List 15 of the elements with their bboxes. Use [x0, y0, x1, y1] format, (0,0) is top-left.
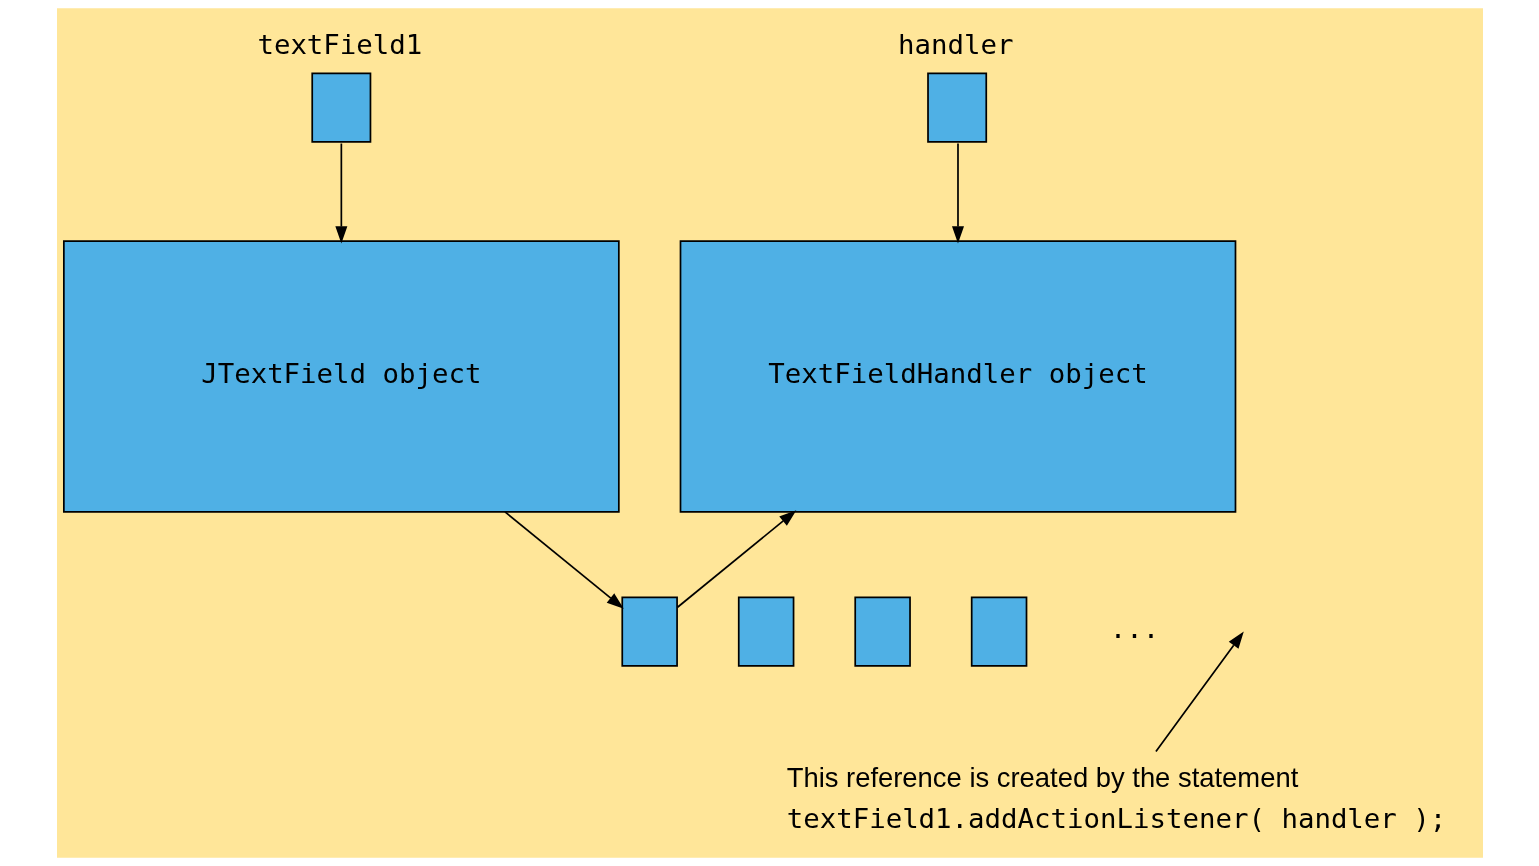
arrow	[951, 142, 964, 244]
arrow	[503, 510, 624, 609]
arrow	[1154, 631, 1244, 753]
node-box	[970, 596, 1027, 667]
arrow	[676, 510, 796, 609]
node-box	[620, 596, 678, 667]
node-text: This reference is created by the statement textField1.addActionListener( handler );	[786, 762, 1446, 835]
node-box: JTextField object	[62, 240, 620, 513]
label: ...	[1109, 613, 1159, 645]
node-label: handler	[897, 29, 1013, 61]
node-box	[737, 596, 794, 667]
node-label: textField1	[256, 29, 422, 61]
node-box	[853, 596, 911, 667]
node-box: TextFieldHandler object	[679, 240, 1236, 513]
arrow	[334, 142, 347, 244]
